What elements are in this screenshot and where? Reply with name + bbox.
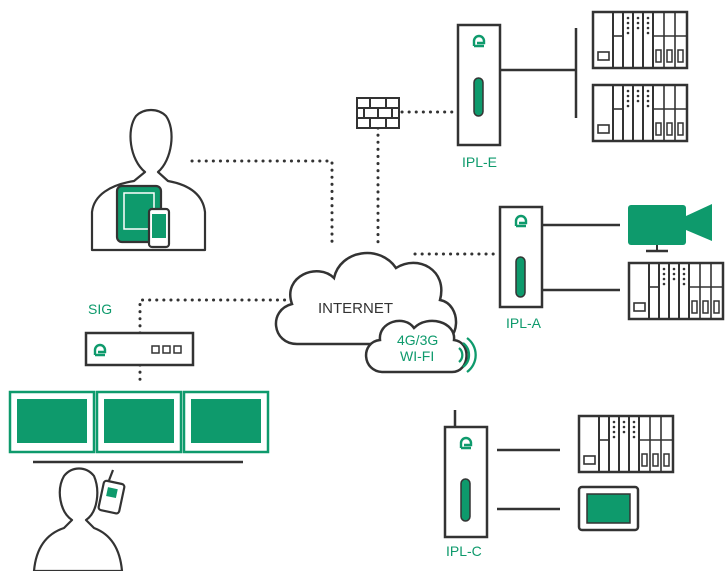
firewall-icon [356,97,400,129]
ipl-a-device [498,205,544,309]
internet-label: INTERNET [318,300,393,317]
ipl-e-bus [500,28,578,118]
plc-rack-icon [577,414,675,474]
ipl-e-device [456,23,502,147]
plc-rack-icon [591,83,689,143]
ipl-e-label: IPL-E [462,154,498,170]
wifi-signal-icon [458,337,477,373]
sig-label: SIG [88,301,113,317]
wireless-label-line2: WI-FI [400,348,435,364]
ipl-c-label: IPL-C [446,543,482,559]
phone-icon [147,207,171,249]
dotted-links [138,110,499,387]
plc-rack-icon [591,10,689,70]
hmi-panel-icon [577,485,640,532]
router-icon [84,331,195,367]
walkie-talkie-icon [97,469,126,515]
person-icon [32,467,124,571]
wireless-label-line1: 4G/3G [397,332,439,348]
plc-rack-icon [627,261,725,321]
monitor-icon [8,390,270,464]
ipl-c-device [443,410,489,539]
ipl-a-label: IPL-A [506,315,542,331]
cloud-icon [274,251,468,374]
camera-icon [628,204,712,253]
